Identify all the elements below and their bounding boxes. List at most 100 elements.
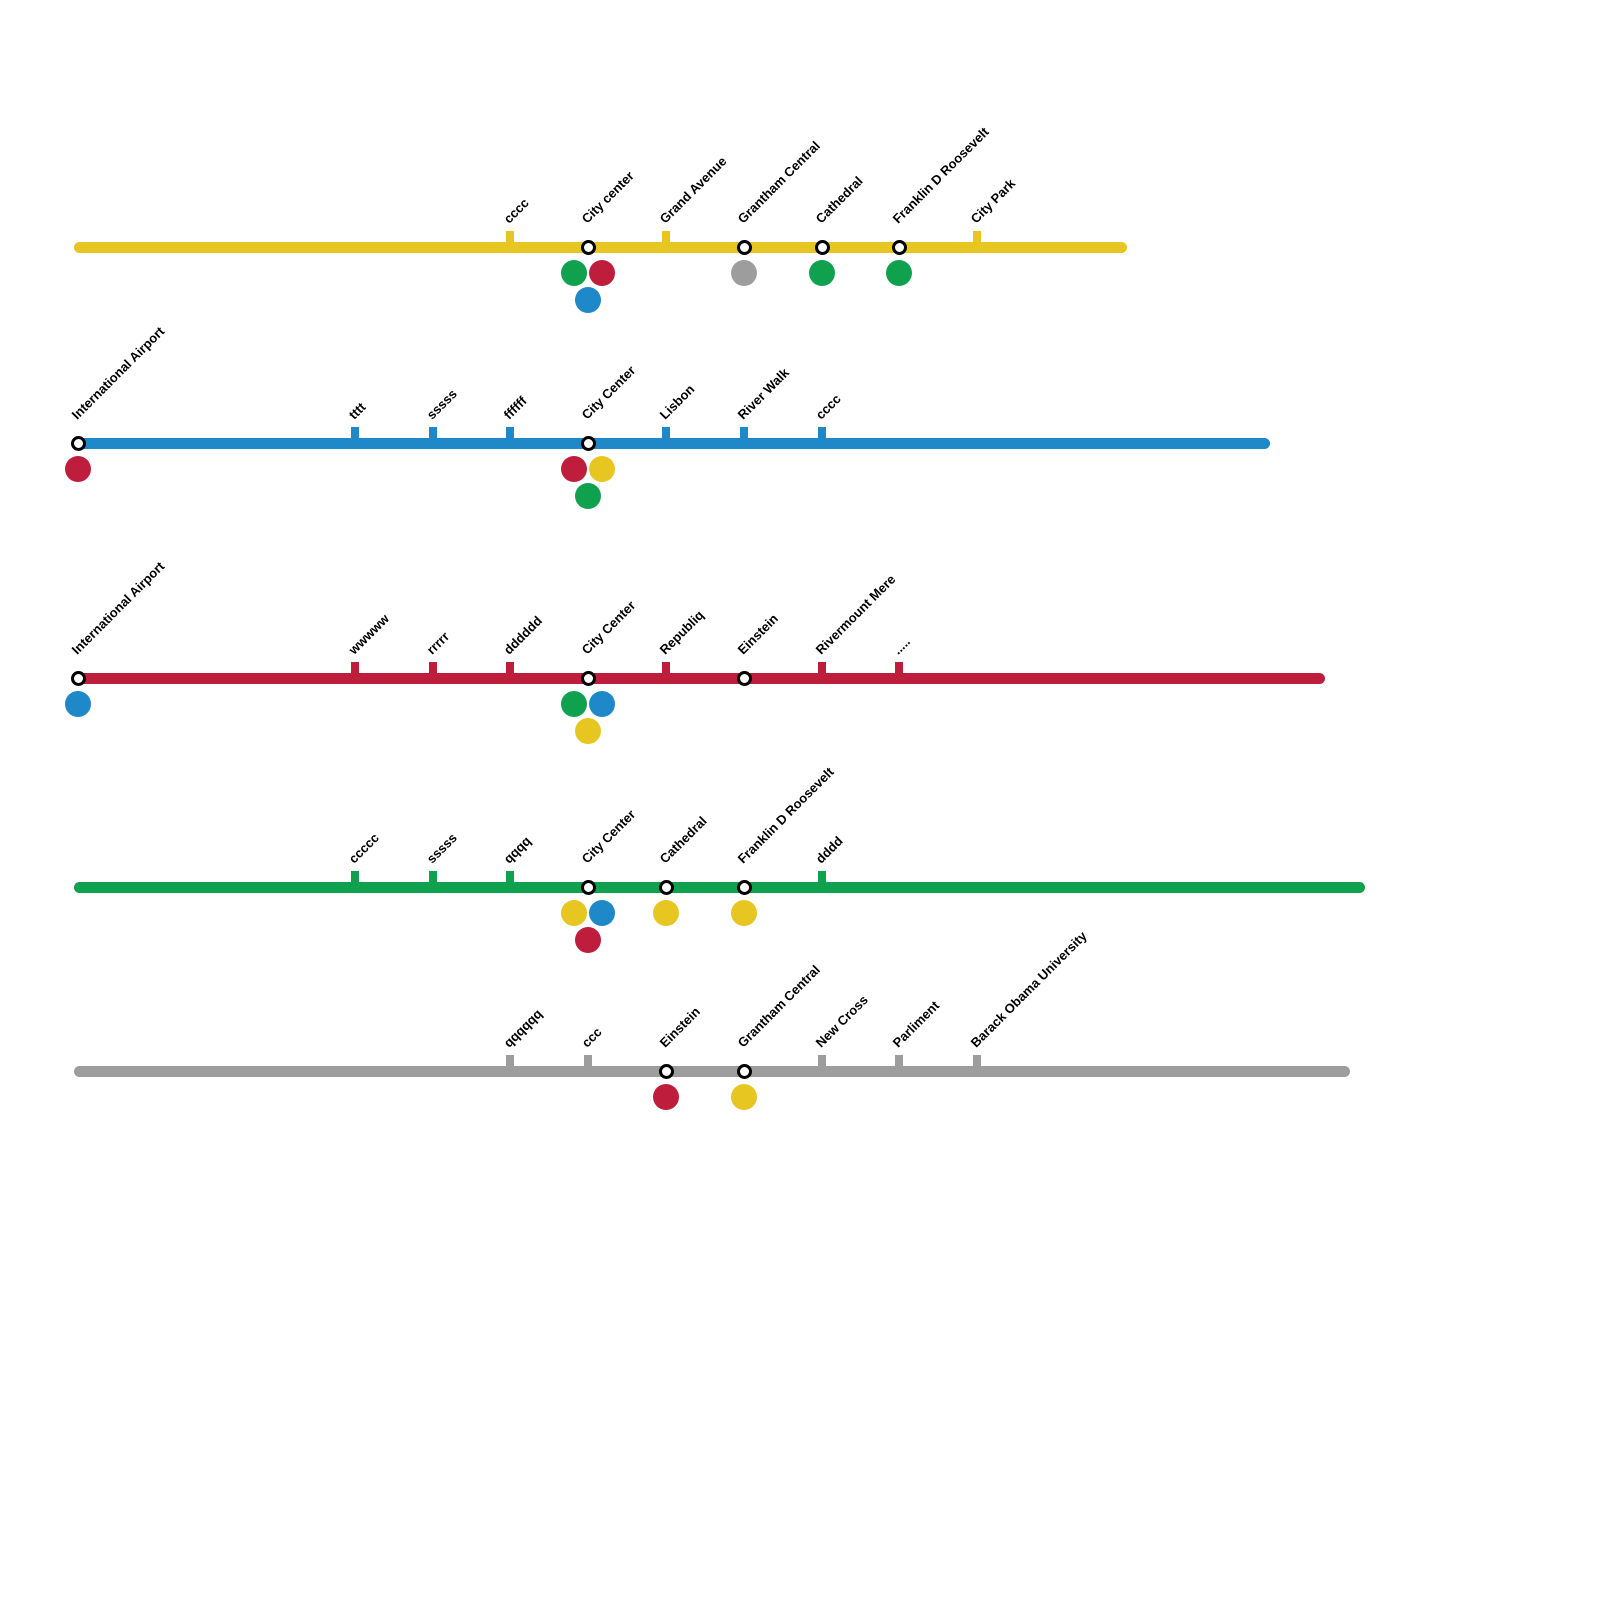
station-tick (740, 427, 748, 443)
station-tick (818, 871, 826, 887)
station-label: City Center (578, 362, 639, 423)
metro-line-yellow (74, 242, 1127, 253)
connection-dot-yellow (731, 900, 757, 926)
station-label: Cathedral (812, 173, 866, 227)
connection-dot-gray (731, 260, 757, 286)
station-tick (506, 871, 514, 887)
station-label: Republiq (656, 607, 707, 658)
station-label: qqqqqq (500, 1005, 545, 1051)
connection-dot-yellow (561, 900, 587, 926)
connection-dot-yellow (575, 718, 601, 744)
station-label: City Center (578, 806, 639, 867)
station-tick (662, 662, 670, 678)
station-tick (351, 427, 359, 443)
station-interchange-marker (736, 1063, 752, 1079)
station-label: Grantham Central (734, 962, 823, 1051)
station-label: Lisbon (656, 381, 698, 423)
metro-line-blue (72, 438, 1270, 449)
station-label: New Cross (812, 992, 871, 1051)
station-label: Grand Avenue (656, 153, 730, 227)
station-tick (506, 427, 514, 443)
station-label: Barack Obama University (967, 928, 1090, 1051)
connection-dot-red (589, 260, 615, 286)
station-tick (818, 427, 826, 443)
connection-dot-blue (575, 287, 601, 313)
station-interchange-marker (658, 1063, 674, 1079)
station-interchange-marker (736, 239, 752, 255)
station-tick (429, 427, 437, 443)
station-label: ..... (889, 633, 914, 658)
station-tick (429, 662, 437, 678)
metro-line-green (74, 882, 1365, 893)
connection-dot-blue (589, 900, 615, 926)
station-label: Parliment (889, 997, 943, 1051)
station-tick (818, 662, 826, 678)
station-label: Einstein (656, 1003, 704, 1051)
station-tick (351, 662, 359, 678)
station-label: rrrrr (423, 628, 453, 658)
station-interchange-marker (580, 239, 596, 255)
connection-dot-green (886, 260, 912, 286)
station-interchange-marker (658, 879, 674, 895)
connection-dot-red (653, 1084, 679, 1110)
connection-dot-blue (589, 691, 615, 717)
station-label: ccc (578, 1024, 605, 1051)
station-label: Grantham Central (734, 138, 823, 227)
station-tick (506, 231, 514, 247)
metro-line-gray (74, 1066, 1350, 1077)
station-label: City Center (578, 597, 639, 658)
station-tick (584, 1055, 592, 1071)
station-tick (895, 1055, 903, 1071)
station-tick (973, 1055, 981, 1071)
station-label: International Airport (68, 323, 168, 423)
station-tick (818, 1055, 826, 1071)
connection-dot-yellow (731, 1084, 757, 1110)
station-label: cccc (812, 391, 844, 423)
connection-dot-yellow (589, 456, 615, 482)
station-label: tttt (345, 399, 369, 423)
station-label: City Park (967, 175, 1019, 227)
station-interchange-marker (891, 239, 907, 255)
station-interchange-marker (736, 879, 752, 895)
station-label: dddddd (500, 612, 545, 658)
station-interchange-marker (70, 670, 86, 686)
station-tick (351, 871, 359, 887)
station-label: sssss (423, 386, 460, 423)
connection-dot-green (575, 483, 601, 509)
station-interchange-marker (736, 670, 752, 686)
station-tick (895, 662, 903, 678)
metro-line-red (72, 673, 1325, 684)
station-label: ccccc (345, 830, 382, 867)
station-label: Einstein (734, 610, 782, 658)
station-tick (506, 1055, 514, 1071)
station-label: Rivermount Mere (812, 571, 899, 658)
station-label: wwwww (345, 610, 393, 658)
connection-dot-green (561, 260, 587, 286)
station-interchange-marker (580, 670, 596, 686)
connection-dot-red (575, 927, 601, 953)
connection-dot-red (561, 456, 587, 482)
station-tick (973, 231, 981, 247)
station-label: sssss (423, 830, 460, 867)
station-label: dddd (812, 833, 846, 867)
station-label: qqqq (500, 833, 534, 867)
station-interchange-marker (70, 435, 86, 451)
station-label: River Walk (734, 365, 792, 423)
station-label: City center (578, 168, 637, 227)
station-label: ffffff (500, 393, 530, 423)
connection-dot-green (809, 260, 835, 286)
connection-dot-green (561, 691, 587, 717)
station-interchange-marker (814, 239, 830, 255)
station-label: International Airport (68, 558, 168, 658)
station-interchange-marker (580, 879, 596, 895)
station-tick (662, 427, 670, 443)
station-interchange-marker (580, 435, 596, 451)
connection-dot-red (65, 456, 91, 482)
connection-dot-yellow (653, 900, 679, 926)
station-tick (506, 662, 514, 678)
station-tick (662, 231, 670, 247)
station-label: Cathedral (656, 813, 710, 867)
station-tick (429, 871, 437, 887)
connection-dot-blue (65, 691, 91, 717)
